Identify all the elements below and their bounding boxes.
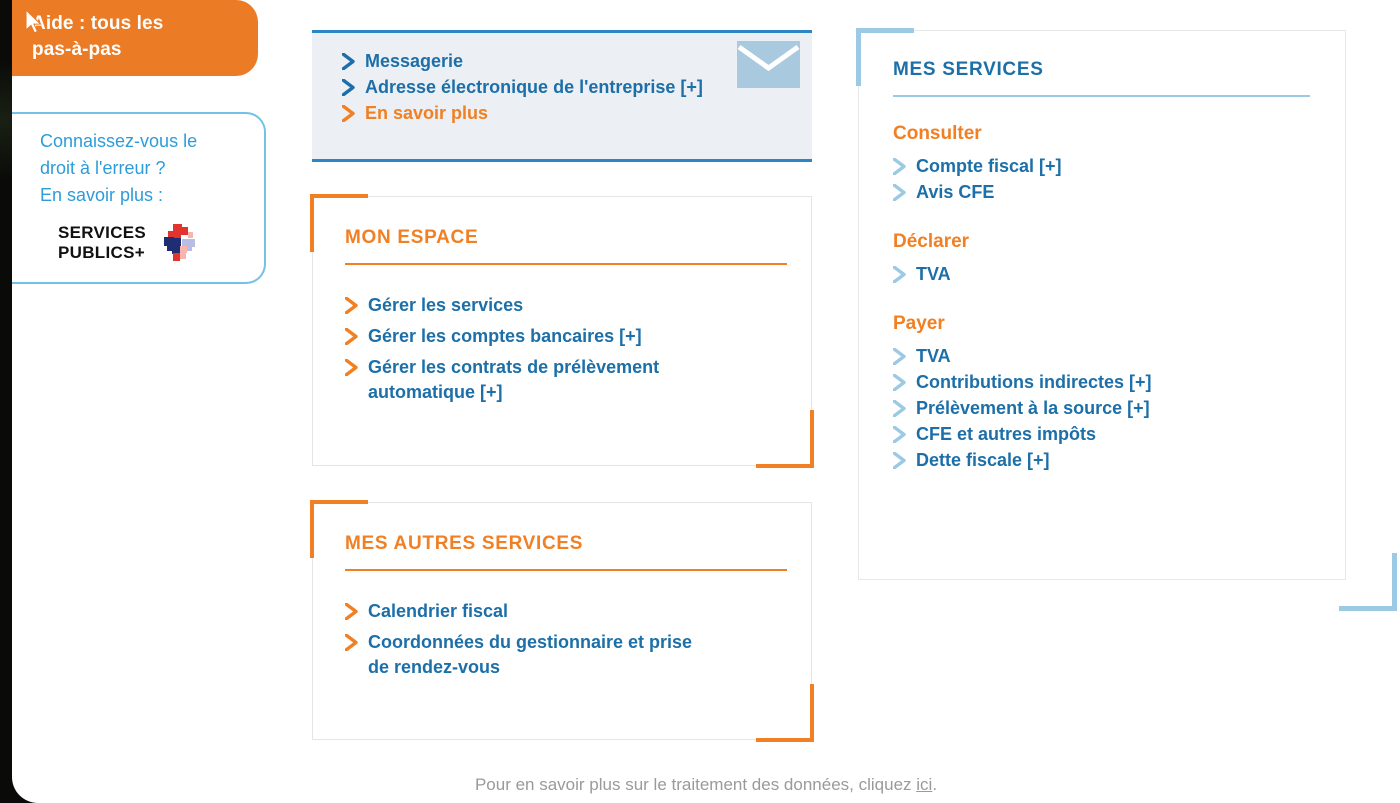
mes-services-panel: MES SERVICES Consulter Compte fiscal [+]… [856, 28, 1397, 611]
link-adresse-electronique[interactable]: Adresse électronique de l'entreprise [+] [342, 75, 796, 100]
link-contributions-indirectes[interactable]: Contributions indirectes [+] [893, 370, 1321, 395]
group-heading: Déclarer [893, 231, 970, 252]
service-group-declarer: Déclarer TVA [893, 231, 1321, 287]
link-label: Adresse électronique de l'entreprise [+] [365, 77, 703, 97]
link-label: Prélèvement à la source [+] [916, 398, 1150, 418]
link-cfe-et-autres-impots[interactable]: CFE et autres impôts [893, 422, 1321, 447]
mon-espace-rule [345, 263, 787, 265]
link-label: Avis CFE [916, 182, 995, 202]
link-label: Messagerie [365, 51, 464, 71]
chevron-right-icon [345, 297, 358, 314]
page-card: Aide : tous les pas-à-pas Connaissez-vou… [12, 0, 1400, 803]
link-label: TVA [916, 346, 951, 366]
chevron-right-icon [893, 400, 906, 417]
link-gerer-les-contrats-de-prelevement[interactable]: Gérer les contrats de prélèvement automa… [345, 355, 787, 405]
mes-autres-services-rule [345, 569, 787, 571]
middle-column: Messagerie Adresse électronique de l'ent… [310, 0, 814, 742]
mes-services-title: MES SERVICES [893, 59, 1044, 80]
link-gerer-les-services[interactable]: Gérer les services [345, 293, 787, 318]
droit-erreur-line3: En savoir plus : [40, 185, 164, 205]
cursor-arrow-icon [25, 9, 42, 34]
group-heading: Consulter [893, 123, 982, 144]
chevron-right-icon [342, 79, 355, 96]
chevron-right-icon [342, 105, 355, 122]
chevron-right-icon [345, 603, 358, 620]
mes-autres-services-panel: MES AUTRES SERVICES Calendrier fiscal Co… [310, 500, 814, 742]
left-sidebar: Aide : tous les pas-à-pas Connaissez-vou… [12, 0, 270, 284]
link-label: Gérer les contrats de prélèvement automa… [368, 357, 660, 402]
link-label: TVA [916, 264, 951, 284]
link-label: En savoir plus [365, 103, 489, 123]
link-label: Contributions indirectes [+] [916, 372, 1152, 392]
chevron-right-icon [893, 374, 906, 391]
footer-note: Pour en savoir plus sur le traitement de… [12, 775, 1400, 795]
sp-logo-line2: PUBLICS+ [58, 243, 145, 262]
envelope-icon[interactable] [737, 41, 800, 88]
sp-logo-line1: SERVICES [58, 223, 147, 242]
mes-autres-services-links: Calendrier fiscal Coordonnées du gestion… [345, 599, 787, 680]
chevron-right-icon [342, 53, 355, 70]
link-compte-fiscal[interactable]: Compte fiscal [+] [893, 154, 1321, 179]
link-label: CFE et autres impôts [916, 424, 1097, 444]
link-messagerie[interactable]: Messagerie [342, 49, 796, 74]
link-prelevement-a-la-source[interactable]: Prélèvement à la source [+] [893, 396, 1321, 421]
chevron-right-icon [893, 426, 906, 443]
link-label: Calendrier fiscal [368, 601, 509, 621]
link-label: Coordonnées du gestionnaire et prise de … [368, 632, 693, 677]
services-publics-plus-cross-icon [164, 224, 196, 261]
chevron-right-icon [893, 184, 906, 201]
services-publics-plus-wordmark: SERVICES PUBLICS+ [58, 223, 146, 263]
corner-bracket-bottom-right [1339, 553, 1397, 611]
droit-erreur-line1: Connaissez-vous le [40, 131, 198, 151]
link-label: Compte fiscal [+] [916, 156, 1062, 176]
corner-bracket-top-left [856, 28, 914, 86]
link-coordonnees-du-gestionnaire[interactable]: Coordonnées du gestionnaire et prise de … [345, 630, 787, 680]
link-dette-fiscale[interactable]: Dette fiscale [+] [893, 448, 1321, 473]
services-publics-plus-logo[interactable]: SERVICES PUBLICS+ [40, 223, 246, 263]
link-avis-cfe[interactable]: Avis CFE [893, 180, 1321, 205]
mes-autres-services-title: MES AUTRES SERVICES [345, 533, 584, 554]
aide-badge-line2: pas-à-pas [32, 39, 122, 60]
corner-bracket-bottom-right [756, 410, 814, 468]
chevron-right-icon [893, 348, 906, 365]
droit-erreur-box[interactable]: Connaissez-vous le droit à l'erreur ? En… [12, 112, 266, 284]
footer-text: Pour en savoir plus sur le traitement de… [474, 775, 917, 794]
mon-espace-panel: MON ESPACE Gérer les services Gérer les … [310, 194, 814, 468]
chevron-right-icon [893, 266, 906, 283]
link-label: Dette fiscale [+] [916, 450, 1050, 470]
link-en-savoir-plus[interactable]: En savoir plus [342, 101, 796, 126]
chevron-right-icon [345, 359, 358, 376]
chevron-right-icon [893, 452, 906, 469]
aide-badge-line1: Aide : tous les [32, 13, 164, 34]
link-label: Gérer les services [368, 295, 524, 315]
chevron-right-icon [893, 158, 906, 175]
group-heading: Payer [893, 313, 945, 334]
corner-bracket-bottom-right [756, 684, 814, 742]
droit-erreur-line2: droit à l'erreur ? [40, 158, 166, 178]
service-group-consulter: Consulter Compte fiscal [+] Avis CFE [893, 123, 1321, 205]
link-payer-tva[interactable]: TVA [893, 344, 1321, 369]
footer-period: . [932, 775, 938, 794]
messagerie-panel: Messagerie Adresse électronique de l'ent… [312, 30, 812, 162]
chevron-right-icon [345, 328, 358, 345]
link-gerer-les-comptes-bancaires[interactable]: Gérer les comptes bancaires [+] [345, 324, 787, 349]
mon-espace-title: MON ESPACE [345, 227, 479, 248]
mon-espace-links: Gérer les services Gérer les comptes ban… [345, 293, 787, 405]
right-column: MES SERVICES Consulter Compte fiscal [+]… [856, 28, 1397, 611]
service-group-payer: Payer TVA Contributions indirectes [+] [893, 313, 1321, 473]
footer-ici-link[interactable]: ici [916, 775, 933, 794]
link-calendrier-fiscal[interactable]: Calendrier fiscal [345, 599, 787, 624]
link-label: Gérer les comptes bancaires [+] [368, 326, 642, 346]
mes-services-rule [893, 95, 1310, 97]
chevron-right-icon [345, 634, 358, 651]
aide-pas-a-pas-badge[interactable]: Aide : tous les pas-à-pas [12, 0, 258, 76]
link-declarer-tva[interactable]: TVA [893, 262, 1321, 287]
